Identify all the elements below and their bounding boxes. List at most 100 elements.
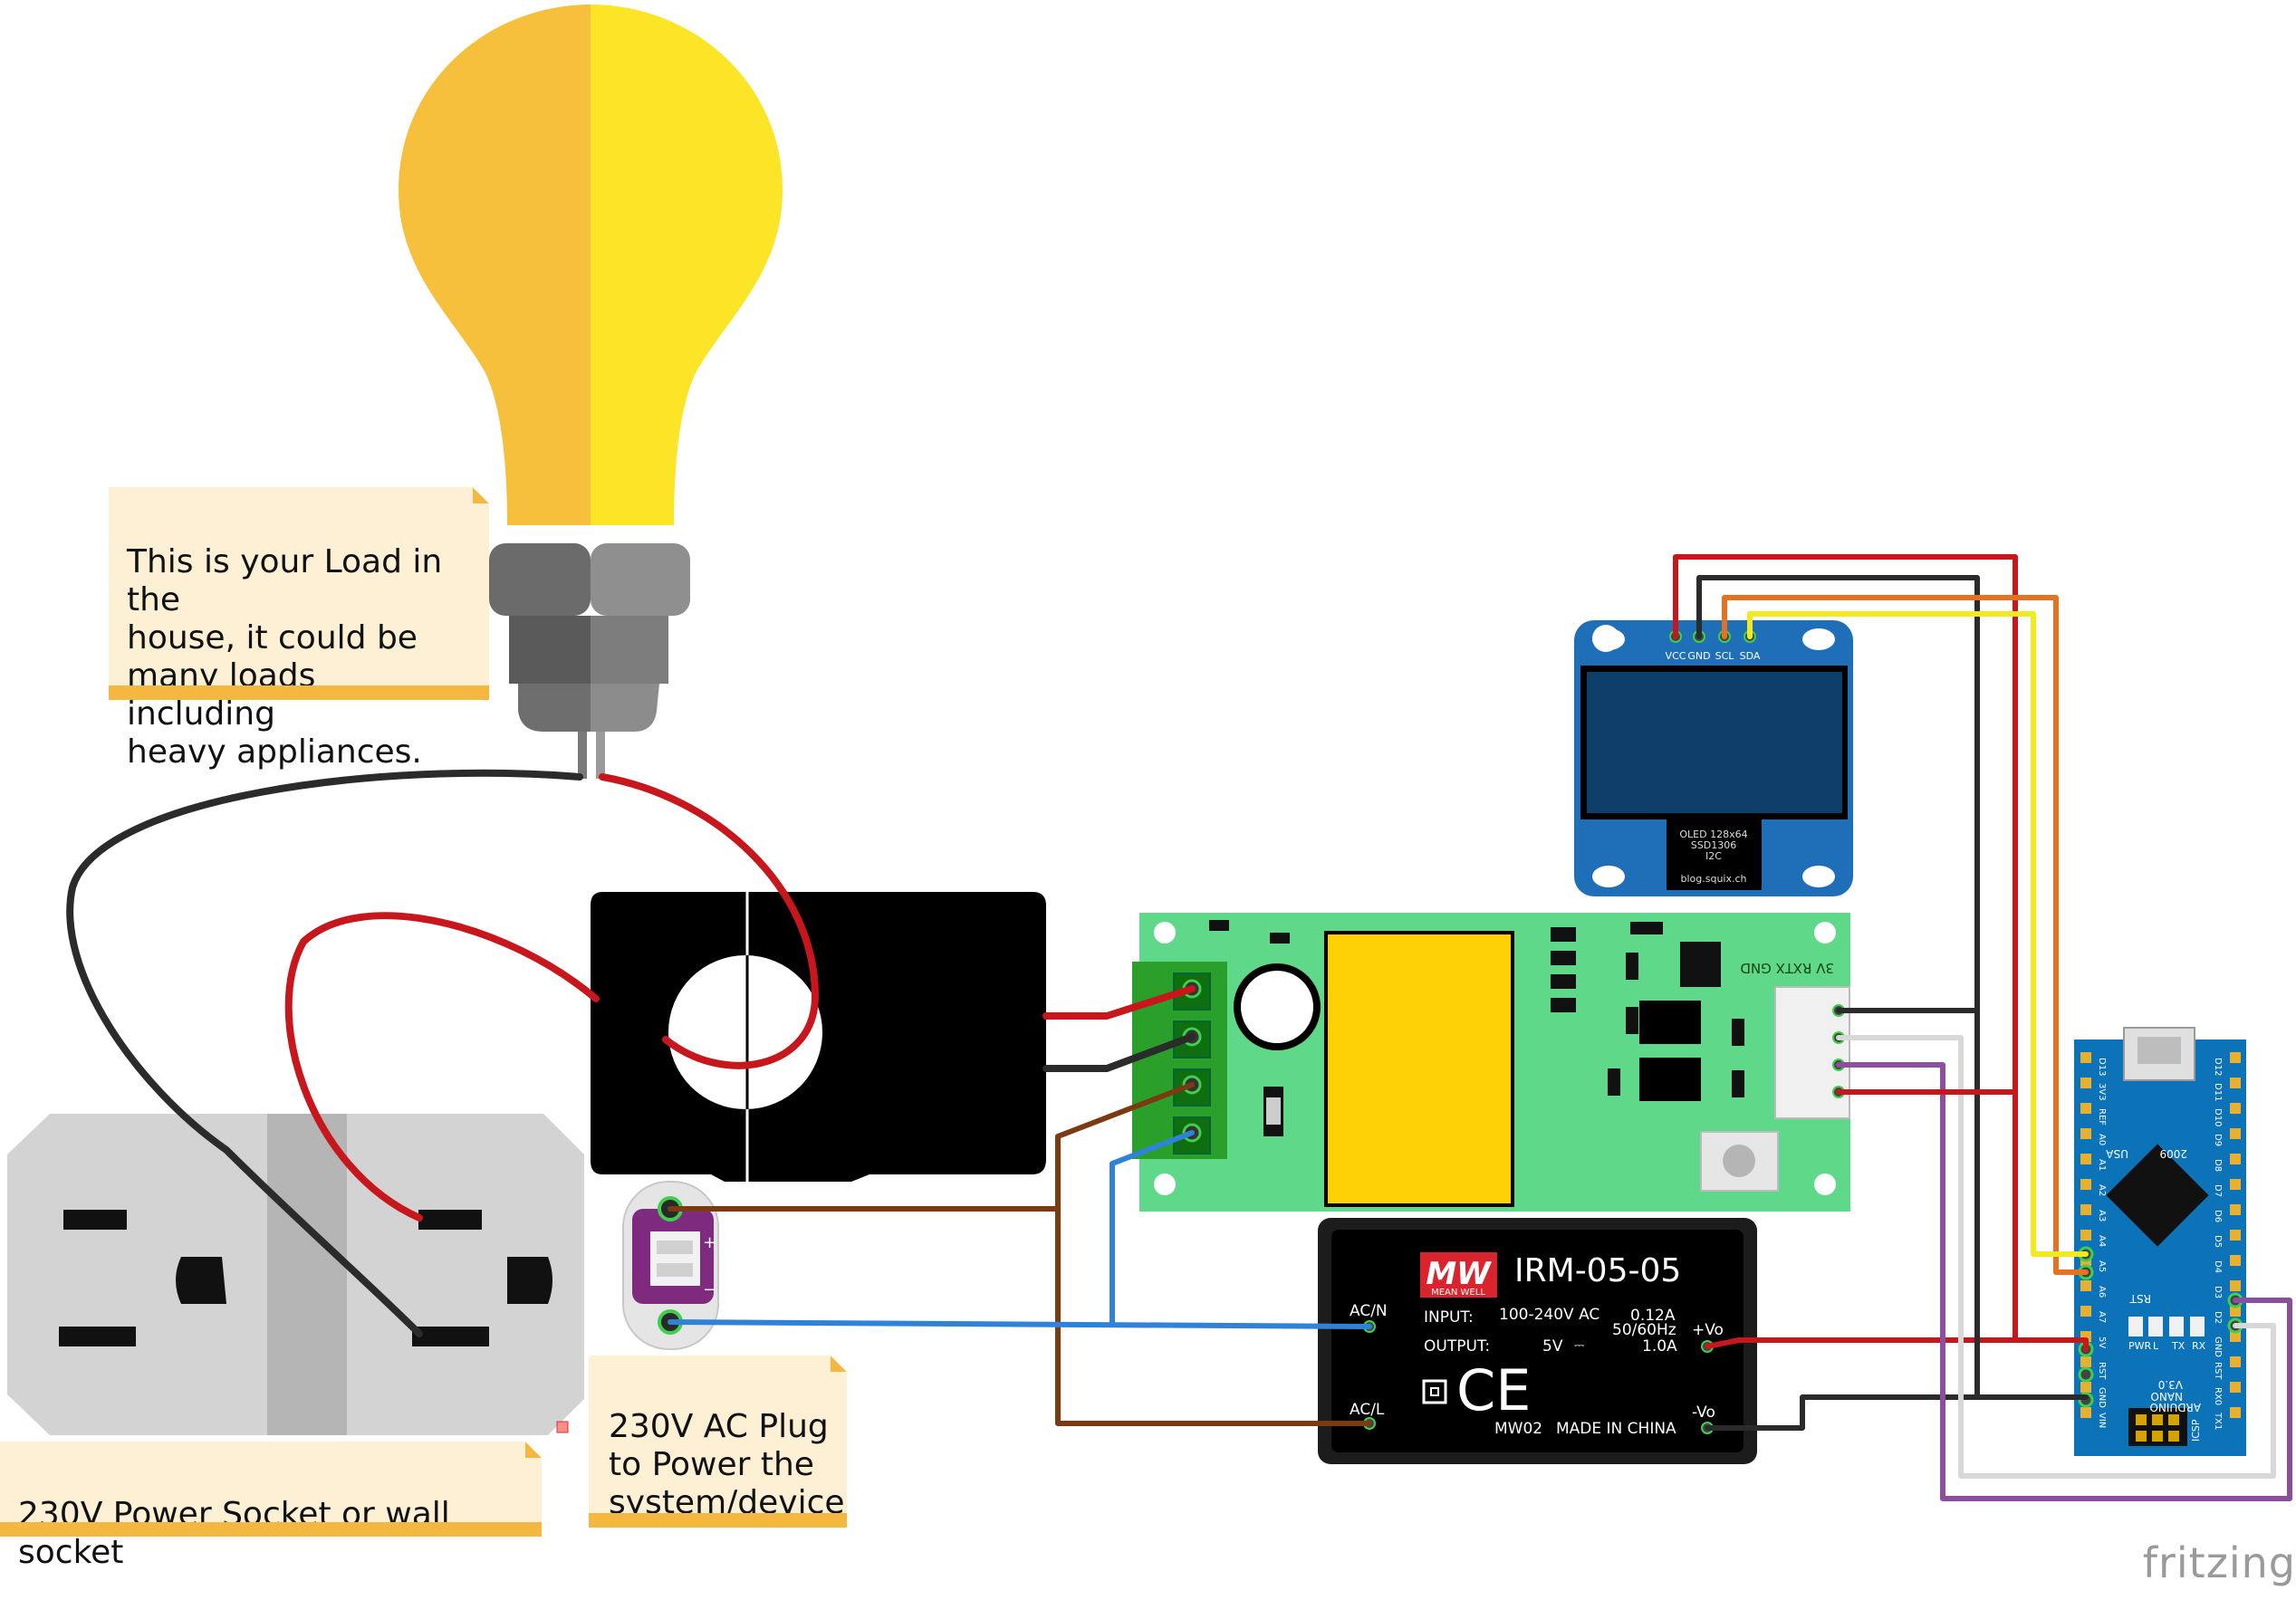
wire-yellow-oled-sda — [1747, 611, 2089, 1257]
pzem-chip — [1639, 1001, 1701, 1044]
nano-pin-label: A1 — [2097, 1159, 2107, 1171]
wire-orange-oled-scl — [1722, 595, 2089, 1275]
nano-pin-label: A6 — [2097, 1286, 2107, 1298]
oled-pin-label: SDA — [1740, 650, 1761, 662]
psu-output-label: OUTPUT: — [1424, 1337, 1490, 1356]
wire-white-pzem-tx — [1836, 1035, 2276, 1479]
nano-pin-label: D5 — [2213, 1235, 2223, 1248]
wire-black-live-bulb — [66, 769, 583, 1337]
ce-mark: CE — [1456, 1357, 1531, 1423]
nano-pin-label: D7 — [2213, 1184, 2223, 1197]
wire-brown-pzem — [1055, 1082, 1372, 1426]
socket-ground-hole — [507, 1257, 552, 1304]
socket-slot — [418, 1210, 482, 1230]
note-plug-text: 230V AC Plug to Power the system/device — [609, 1408, 845, 1521]
nano-label: RX — [2192, 1340, 2206, 1352]
socket-slot — [59, 1327, 136, 1346]
psu-input-current: 0.12A — [1630, 1307, 1676, 1325]
nano-pin-label: D9 — [2213, 1134, 2223, 1146]
wire-black-ct — [1042, 1033, 1196, 1072]
wire-red-ct — [1042, 985, 1196, 1020]
nano-pin-label: D4 — [2213, 1260, 2223, 1273]
nano-label: TX — [2171, 1340, 2186, 1352]
oled-label-line: SSD1306 — [1691, 839, 1736, 851]
nano-label: PWR — [2128, 1340, 2152, 1352]
psu-output-voltage: 5V — [1542, 1337, 1563, 1356]
wire-blue-ac — [668, 1319, 1372, 1329]
nano-label: USA — [2105, 1147, 2128, 1160]
nano-pin-label: A0 — [2097, 1134, 2107, 1145]
wire-purple-pzem-rx — [1836, 1062, 2292, 1501]
nano-label: ARDUINO — [2149, 1401, 2201, 1413]
ct-clamp-sensor — [591, 892, 1046, 1182]
wire-red-bulb-ct — [599, 773, 819, 1069]
psu-input-frequency: 50/60Hz — [1612, 1321, 1676, 1339]
socket-slot — [63, 1210, 127, 1230]
oled-label-line: OLED 128x64 — [1679, 829, 1747, 840]
wire-red-psu-vo — [1705, 1337, 2089, 1352]
nano-label: NANO — [2150, 1390, 2183, 1403]
psu-pin-vo-plus: +Vo — [1692, 1321, 1724, 1339]
note-load: This is your Load in the house, it could… — [109, 487, 489, 771]
nano-pin-label: RST — [2097, 1362, 2107, 1380]
svg-text:MW: MW — [1426, 1256, 1492, 1292]
nano-right-pins — [2230, 1052, 2241, 1418]
nano-pin-label: D12 — [2213, 1058, 2223, 1076]
nano-pin-label: D8 — [2213, 1159, 2223, 1172]
nano-pin-label: A7 — [2097, 1311, 2107, 1323]
nano-pin-label: GND — [2213, 1337, 2223, 1357]
nano-pin-label: REF — [2097, 1108, 2107, 1126]
bulb-glass-right — [591, 5, 783, 525]
nano-pin-label: D11 — [2213, 1083, 2223, 1101]
nano-pin-label: D13 — [2097, 1058, 2107, 1076]
note-plug: 230V AC Plug to Power the system/device — [589, 1356, 847, 1528]
ct-clamp-hole — [668, 955, 822, 1109]
oled-url: blog.squix.ch — [1680, 873, 1746, 885]
psu-made-in: MADE IN CHINA — [1556, 1420, 1676, 1438]
svg-text:+: + — [703, 1233, 716, 1252]
wires — [66, 554, 2292, 1501]
psu-pin-acn: AC/N — [1350, 1302, 1388, 1320]
nano-pin-label: RST — [2213, 1362, 2223, 1380]
svg-text:⎓: ⎓ — [1574, 1338, 1584, 1353]
psu-output-current: 1.0A — [1642, 1337, 1677, 1356]
pzem-energy-module: 3V RXTX GND — [1132, 913, 1850, 1212]
nano-pin-label: D3 — [2213, 1286, 2223, 1298]
nano-label: 2009 — [2159, 1147, 2187, 1160]
nano-label: V3.0 — [2158, 1378, 2183, 1391]
nano-left-pins — [2080, 1052, 2091, 1418]
note-load-text: This is your Load in the house, it could… — [127, 543, 443, 771]
wire-black-oled-gnd — [1696, 575, 1980, 1400]
psu-code: MW02 — [1494, 1420, 1542, 1438]
nano-pin-label: A2 — [2097, 1184, 2107, 1196]
pzem-chip — [1680, 942, 1721, 987]
power-supply-irm-05-05: MW MEAN WELL IRM-05-05 INPUT: 100-240V A… — [1318, 1218, 1757, 1464]
nano-pin-label: D6 — [2213, 1210, 2223, 1222]
nano-label: L — [2153, 1340, 2159, 1352]
nano-pin-label: D10 — [2213, 1108, 2223, 1126]
psu-pin-vo-minus: -Vo — [1692, 1404, 1715, 1422]
svg-text:MEAN WELL: MEAN WELL — [1431, 1288, 1485, 1298]
psu-input-label: INPUT: — [1424, 1308, 1474, 1327]
nano-pin-label: D2 — [2213, 1311, 2223, 1324]
light-bulb — [399, 5, 783, 779]
nano-pin-label: A4 — [2097, 1235, 2107, 1247]
nano-pin-label: TX1 — [2213, 1412, 2223, 1430]
wire-red-socket — [284, 912, 600, 1222]
nano-label: ICSP — [2190, 1419, 2202, 1442]
nano-mcu — [2106, 1144, 2209, 1247]
nano-pin-label: 5V — [2097, 1337, 2107, 1348]
oled-display: OLED 128x64 SSD1306 I2C blog.squix.ch VC… — [1574, 620, 1853, 896]
wire-black-psu-vo — [1705, 1394, 2089, 1431]
socket-slot — [412, 1327, 489, 1346]
nano-label: RST — [2129, 1292, 2151, 1305]
oled-pin-label: VCC — [1666, 650, 1686, 662]
arduino-nano: 2009 USA RST ARDUINO NANO V3.0 ICSP PWR … — [2074, 1027, 2246, 1456]
bulb-base-top-left — [489, 543, 591, 616]
wire-blue-pzem — [1110, 1130, 1195, 1327]
svg-text:−: − — [703, 1280, 716, 1299]
oled-pin-label: GND — [1687, 650, 1710, 662]
fritzing-watermark: fritzing — [2142, 1538, 2296, 1587]
